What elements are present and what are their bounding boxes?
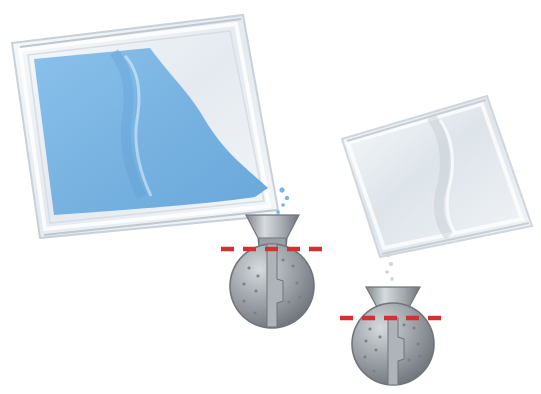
left-spherical-dispenser-icon xyxy=(229,214,315,329)
empty-clear-pouch-icon xyxy=(340,94,534,259)
right-spherical-dispenser-icon xyxy=(351,286,435,386)
blue-liquid-pouch-icon xyxy=(10,13,281,240)
red-dashed-cut-line-icon xyxy=(221,246,446,321)
falling-droplets-icon xyxy=(276,187,394,281)
